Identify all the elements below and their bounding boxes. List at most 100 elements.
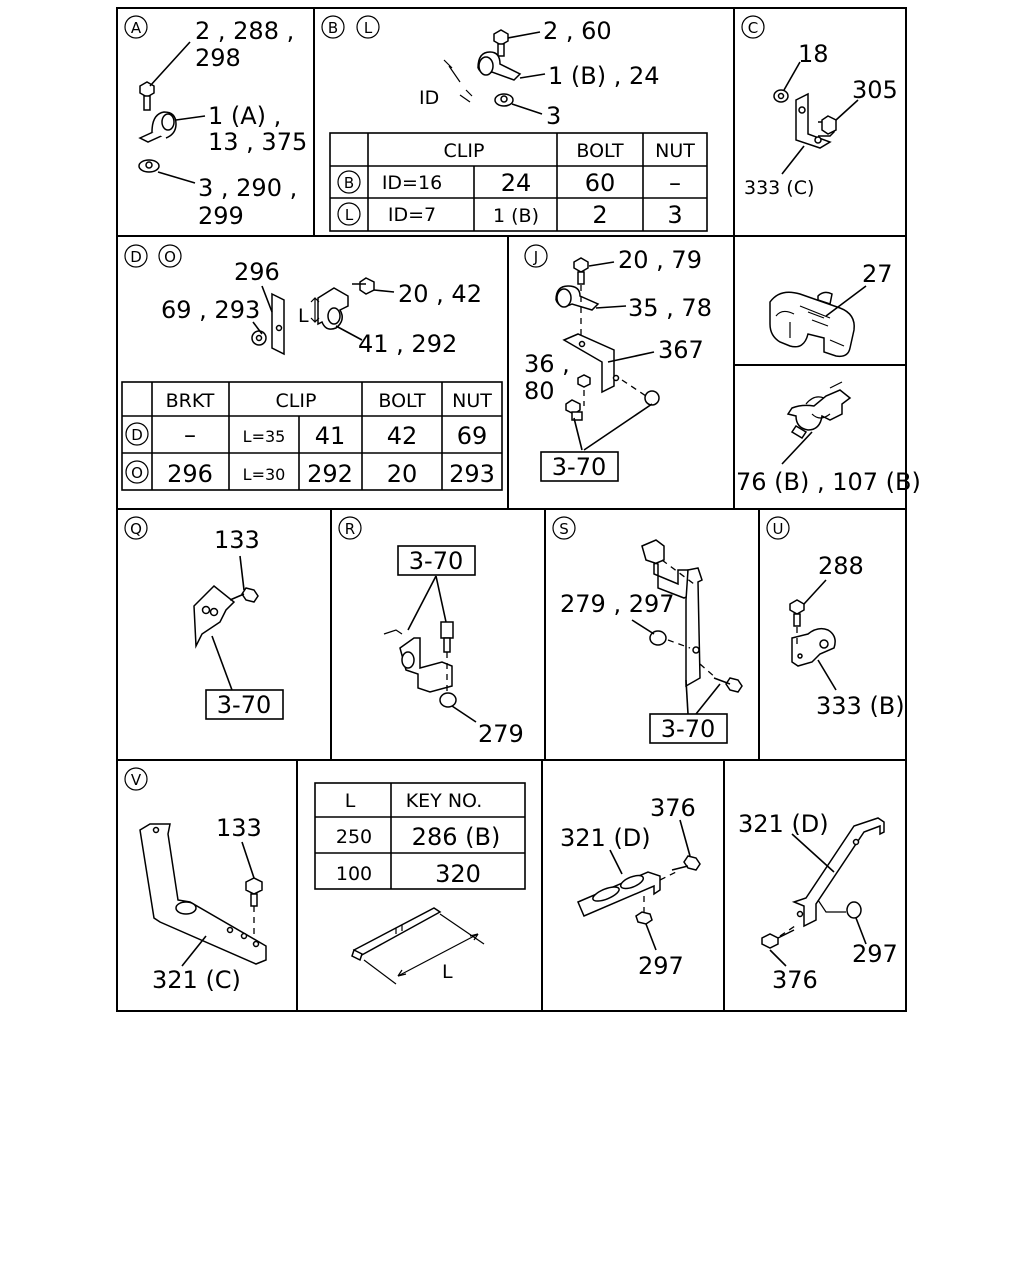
key-icon [351,907,442,962]
label-r-1: 279 [478,720,524,748]
label-a-5: 3 , 290 , [198,174,297,202]
row-mark: L [345,206,354,224]
label-j-3: 36 , [524,350,570,378]
table-cell: 20 [387,460,418,488]
nut-icon [846,901,862,919]
panel-s: S 279 , 297 3-70 [552,516,743,744]
bolt-icon [761,929,795,949]
table-cell: 100 [336,863,372,885]
clip-spec-table: CLIP BOLT NUT B ID=16 24 60 – L ID=7 1 (… [329,132,708,232]
bolt-icon [565,399,583,421]
nut-icon [138,159,160,173]
table-header: BOLT [576,140,624,162]
clamp-icon [769,291,855,358]
label-j-2: 35 , 78 [628,294,712,322]
bracket-icon [562,333,620,394]
table-header: CLIP [444,140,485,162]
label-r-ref: 3-70 [409,547,463,575]
panel-c: C 18 305 333 (C) [741,15,898,199]
panel-o-mark: O [164,248,176,266]
table-cell: L=35 [243,427,286,446]
panel-321d-2: 321 (D) 297 376 [738,810,898,994]
table-header: L [345,790,356,812]
bolt-icon [440,621,454,653]
label-c-1: 18 [798,40,829,68]
table-cell: 1 (B) [493,205,539,227]
bracket-icon [641,539,703,688]
bracket-icon [791,817,885,928]
label-a-1: 2 , 288 , [195,17,294,45]
table-cell: 42 [387,422,418,450]
table-cell: ID=7 [388,204,436,226]
row-mark: O [131,464,143,482]
table-cell: L=30 [243,465,286,484]
clip-icon [138,111,177,143]
panel-v-mark: V [131,771,142,789]
table-cell: 41 [315,422,346,450]
bracket-spec-table: BRKT CLIP BOLT NUT D – L=35 41 42 69 O 2… [121,381,503,491]
label-do-2: 20 , 42 [398,280,482,308]
row-mark: D [131,426,143,444]
panel-b-mark: B [328,19,338,37]
nut-icon [649,630,667,646]
label-bl-1: 2 , 60 [543,17,612,45]
nut-icon [251,330,267,346]
bolt-icon [493,29,509,57]
table-header: CLIP [276,390,317,412]
label-321d2-2: 297 [852,940,898,968]
label-q-ref: 3-70 [217,691,271,719]
table-cell: 250 [336,826,372,848]
table-cell: 60 [585,169,616,197]
panel-u-mark: U [773,520,784,538]
panel-v: V 133 321 (C) [124,767,267,994]
panel-r: R 3-70 279 [338,516,524,748]
nut-icon [635,911,653,925]
label-a-6: 299 [198,202,244,230]
table-cell: 293 [449,460,495,488]
panel-key: L KEY NO. 250 286 (B) 100 320 L [314,782,526,985]
label-s-ref: 3-70 [661,715,715,743]
label-v-1: 133 [216,814,262,842]
bracket-icon [193,584,236,649]
table-header: NUT [655,140,695,162]
label-u-1: 288 [818,552,864,580]
bolt-icon [139,81,155,111]
table-cell: 2 [592,201,607,229]
clip-icon [477,51,522,81]
label-321d1-2: 321 (D) [560,824,651,852]
panel-76: 76 (B) , 107 (B) [736,381,921,496]
clip-icon [786,381,852,440]
bracket-icon [271,292,285,356]
panel-d-mark: D [130,248,142,266]
bolt-icon [713,677,743,693]
panel-bl: B L 2 , 60 1 (B) , 24 3 ID [321,15,708,232]
table-header: KEY NO. [406,790,483,812]
label-bl-2: 1 (B) , 24 [548,62,660,90]
label-q-1: 133 [214,526,260,554]
bracket-icon [577,871,661,917]
label-u-2: 333 (B) [816,692,905,720]
label-c-2: 305 [852,76,898,104]
bracket-icon [795,92,832,149]
table-header: NUT [452,390,492,412]
bolt-icon [818,115,837,137]
panel-r-mark: R [345,520,355,538]
label-321d1-1: 376 [650,794,696,822]
label-do-4: L [298,305,309,327]
table-cell: 69 [457,422,488,450]
label-321d2-1: 321 (D) [738,810,829,838]
panel-27: 27 [769,260,893,358]
panel-a-mark: A [131,19,142,37]
panel-j: J 20 , 79 35 , [524,244,712,482]
label-a-3: 1 (A) , [208,102,281,130]
bolt-icon [229,587,259,603]
label-j-1: 20 , 79 [618,246,702,274]
label-j-5: 367 [658,336,704,364]
nut-icon [773,89,789,103]
diagram-grid [116,7,907,1012]
table-cell: – [669,169,681,197]
table-cell: 286 (B) [412,823,501,851]
label-321d1-3: 297 [638,952,684,980]
table-header: BOLT [378,390,426,412]
